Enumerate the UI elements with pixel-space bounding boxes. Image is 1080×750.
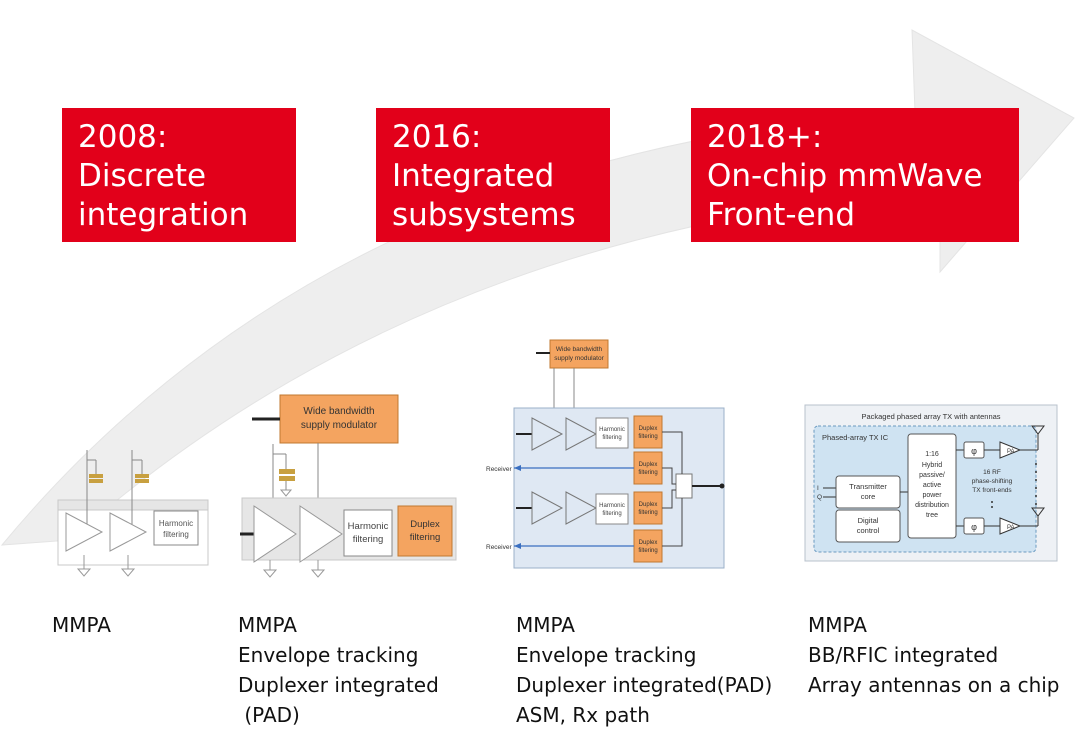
substrate-top-band: [57, 499, 209, 511]
ground-icon: [310, 569, 326, 578]
amplifier-icon: [109, 512, 148, 552]
svg-text:Duplex: Duplex: [639, 426, 658, 432]
era-heading-2008: 2008: Discrete integration: [62, 108, 296, 242]
svg-text:Digital: Digital: [858, 516, 879, 525]
svg-text:Harmonic: Harmonic: [599, 427, 625, 433]
harmonic-label: Harmonic: [159, 519, 193, 528]
svg-text:control: control: [857, 526, 880, 535]
receiver-label: Receiver: [486, 544, 512, 551]
modulator-label: Wide bandwidth: [556, 346, 603, 353]
pa-amplifier-icon: [999, 441, 1022, 459]
harmonic-label: filtering: [163, 530, 189, 539]
amplifier-icon: [65, 512, 104, 552]
amplifier-icon: [253, 505, 297, 563]
caption-integrated-pad: MMPA Envelope tracking Duplexer integrat…: [238, 613, 439, 727]
diagram-phased-array: Packaged phased array TX with antennas P…: [804, 404, 1058, 562]
svg-text:tree: tree: [926, 512, 938, 519]
svg-text:active: active: [923, 482, 941, 489]
digital-control-box: [835, 509, 901, 543]
svg-text:PA: PA: [1007, 449, 1015, 455]
ground-icon: [76, 568, 92, 577]
capacitor-icon: [279, 469, 295, 474]
svg-text:power: power: [922, 492, 942, 499]
amplifier-icon: [299, 505, 343, 563]
duplex-filter-box: [633, 415, 663, 449]
harmonic-filter-box: [595, 493, 629, 525]
amplifier-icon: [565, 417, 598, 451]
duplex-label: Duplex: [410, 519, 440, 530]
harmonic-label: Harmonic: [348, 521, 389, 532]
harmonic-label: filtering: [353, 534, 384, 545]
modulator-label: supply modulator: [554, 355, 604, 362]
duplex-filter-box: [633, 491, 663, 525]
antenna-icon: [1031, 507, 1045, 517]
caption-mmwave: MMPA BB/RFIC integrated Array antennas o…: [808, 613, 1060, 697]
duplex-filter-box: [633, 529, 663, 563]
duplex-filter-box: [633, 451, 663, 485]
svg-text:I: I: [817, 485, 819, 492]
amplifier-icon: [531, 417, 564, 451]
caption-discrete: MMPA: [52, 613, 111, 637]
diagram-integrated-asm-rx: Wide bandwidth supply modulator Harmonic…: [486, 339, 725, 569]
supply-modulator-box: [279, 394, 399, 444]
amplifier-icon: [531, 491, 564, 525]
capacitor-icon: [135, 474, 149, 478]
svg-text:Duplex: Duplex: [639, 540, 658, 546]
harmonic-filter-box: [595, 417, 629, 449]
duplex-label: filtering: [410, 532, 441, 543]
svg-text:distribution: distribution: [915, 502, 949, 509]
pa-amplifier-icon: [999, 517, 1022, 535]
svg-text:Q: Q: [817, 494, 822, 501]
modulator-label: Wide bandwidth: [303, 406, 374, 417]
svg-text:PA: PA: [1007, 525, 1015, 531]
svg-text:Harmonic: Harmonic: [599, 503, 625, 509]
svg-text:Hybrid: Hybrid: [922, 462, 942, 469]
harmonic-filter-box: [343, 509, 393, 557]
distribution-tree-box: [907, 433, 957, 539]
svg-text:filtering: filtering: [638, 470, 657, 476]
svg-text:filtering: filtering: [602, 435, 621, 441]
caption-integrated-asm: MMPA Envelope tracking Duplexer integrat…: [516, 613, 773, 727]
era-heading-2018: 2018+: On-chip mmWave Front-end: [691, 108, 1019, 242]
antenna-icon: [1031, 425, 1045, 435]
svg-text:passive/: passive/: [919, 472, 945, 479]
capacitor-icon: [89, 474, 103, 478]
supply-modulator-box: [549, 339, 609, 369]
diagram-integrated-pad: Wide bandwidth supply modulator Harmonic…: [240, 394, 457, 578]
svg-text:φ: φ: [971, 522, 977, 532]
svg-text:filtering: filtering: [602, 511, 621, 517]
svg-text:Duplex: Duplex: [639, 502, 658, 508]
harmonic-filter-box: [153, 510, 199, 546]
svg-text:core: core: [861, 492, 876, 501]
diagram-discrete-mmpa: Harmonic filtering: [57, 450, 209, 577]
era-heading-2016: 2016: Integrated subsystems: [376, 108, 610, 242]
svg-text:16 RF: 16 RF: [983, 469, 1001, 476]
svg-text:1:16: 1:16: [925, 451, 939, 458]
package-title: Packaged phased array TX with antennas: [861, 412, 1000, 421]
ic-title: Phased-array TX IC: [822, 433, 889, 442]
receiver-label: Receiver: [486, 466, 512, 473]
svg-text:φ: φ: [971, 446, 977, 456]
svg-text:Duplex: Duplex: [639, 462, 658, 468]
ground-icon: [120, 568, 136, 577]
svg-text:filtering: filtering: [638, 548, 657, 554]
modulator-label: supply modulator: [301, 420, 378, 431]
svg-text:phase-shifting: phase-shifting: [972, 478, 1013, 485]
svg-text:filtering: filtering: [638, 510, 657, 516]
antenna-switch-icon: [675, 473, 693, 499]
ground-icon: [262, 569, 278, 578]
amplifier-icon: [565, 491, 598, 525]
duplex-filter-box: [397, 505, 453, 557]
svg-text:Transmitter: Transmitter: [849, 482, 887, 491]
svg-text:TX front-ends: TX front-ends: [972, 487, 1012, 494]
svg-text:filtering: filtering: [638, 434, 657, 440]
